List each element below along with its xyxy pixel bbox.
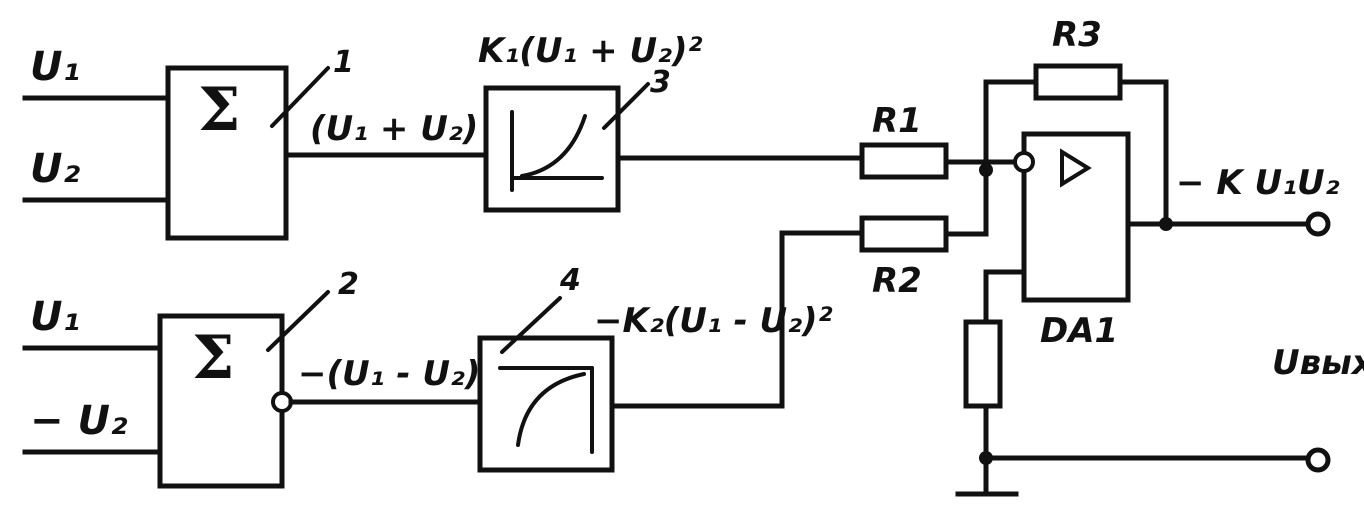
signal-sum2-out: −(U₁ - U₂) <box>298 354 480 394</box>
summator-1-leader <box>270 66 330 128</box>
junction-summing-node <box>979 163 993 177</box>
resistor-r1 <box>859 142 949 180</box>
resistor-ground <box>963 319 1003 409</box>
resistor-r2-label: R2 <box>872 261 922 301</box>
squarer-3-curve <box>520 114 587 178</box>
wire-r2-to-node <box>943 159 989 237</box>
squarer-4-leader <box>500 296 562 354</box>
resistor-r2 <box>859 215 949 253</box>
input-bot-u1-label: U₁ <box>30 294 80 340</box>
signal-sq3-out: K₁(U₁ + U₂)² <box>478 31 702 71</box>
summator-2-sigma: Σ <box>192 323 234 393</box>
opamp-triangle-icon <box>1060 148 1092 188</box>
summator-2-inverting-output <box>271 391 293 413</box>
input-top-u2-label: U₂ <box>30 146 80 192</box>
opamp-inverting-input <box>1013 151 1035 173</box>
input-bot-u2-label: − U₂ <box>30 398 128 444</box>
wire-noninv-to-ground <box>983 269 1027 325</box>
output-terminal-ground <box>1305 447 1331 473</box>
resistor-r1-label: R1 <box>872 101 922 141</box>
summator-2-number: 2 <box>338 267 359 302</box>
signal-output: − K U₁U₂ <box>1176 163 1340 203</box>
wire-node-to-r3 <box>983 79 1039 165</box>
input-top-u1-label: U₁ <box>30 44 80 90</box>
signal-sum1-out: (U₁ + U₂) <box>310 109 478 149</box>
summator-1-number: 1 <box>333 45 354 80</box>
output-terminal-label: Uвых <box>1272 343 1364 383</box>
squarer-4-curve <box>516 372 586 447</box>
opamp-label: DA1 <box>1040 311 1118 351</box>
output-terminal <box>1305 211 1331 237</box>
summator-1-sigma: Σ <box>198 75 240 145</box>
summator-2-leader <box>266 290 330 352</box>
squarer-3-leader <box>602 82 650 130</box>
squarer-3-block <box>483 85 621 213</box>
resistor-r3-label: R3 <box>1052 15 1102 55</box>
signal-sq4-out: −K₂(U₁ - U₂)² <box>594 301 833 341</box>
squarer-4-number: 4 <box>559 263 581 298</box>
resistor-r3 <box>1033 63 1123 101</box>
wire-r3-to-output <box>1117 79 1169 227</box>
wire-sq4-to-r2 <box>609 230 865 409</box>
junction-output <box>1159 217 1173 231</box>
squarer-3-number: 3 <box>650 65 671 100</box>
summator-1-block <box>165 65 289 241</box>
